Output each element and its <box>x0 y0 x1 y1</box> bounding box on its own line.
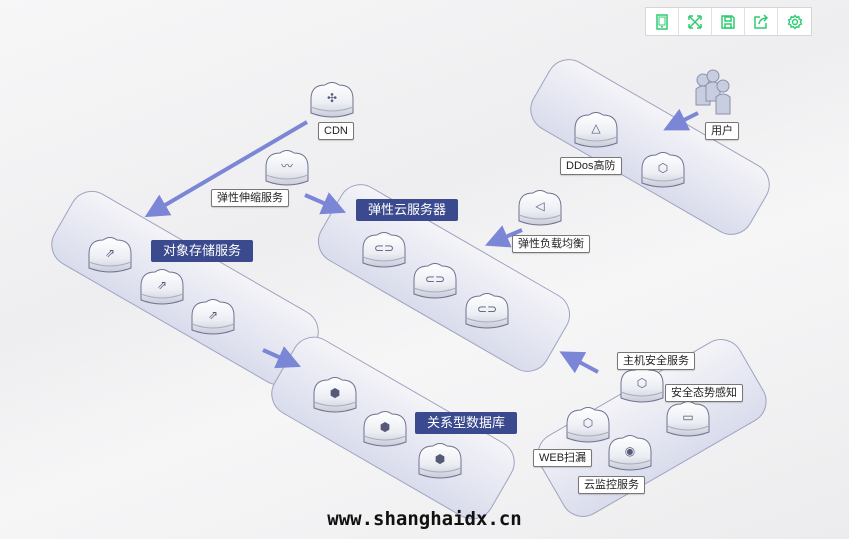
ecs-node-icon: ⊂⊃ <box>413 263 457 299</box>
share-button[interactable] <box>745 8 778 35</box>
database-node-icon: ⬢ <box>418 443 462 479</box>
svg-text:⇗: ⇗ <box>157 278 167 292</box>
elb-node-icon: ◁ <box>518 190 562 226</box>
node-label-situation: 安全态势感知 <box>665 384 743 402</box>
ecs-node-icon: ⊂⊃ <box>465 293 509 329</box>
node-label-ddos: DDos高防 <box>560 157 622 175</box>
hss-node-icon: ⬡ <box>620 367 664 403</box>
cdn-node-icon: ✣ <box>310 82 354 118</box>
autoscaling-node-icon: 〰 <box>265 150 309 186</box>
arrow-storage-to-rds <box>262 346 301 369</box>
svg-text:⬡: ⬡ <box>637 376 647 390</box>
svg-text:⬡: ⬡ <box>583 416 593 430</box>
storage-node-icon: ⇗ <box>140 269 184 305</box>
svg-text:⊂⊃: ⊂⊃ <box>425 272 445 286</box>
users-icon <box>695 69 731 115</box>
settings-icon <box>787 13 802 30</box>
group-label-rds: 关系型数据库 <box>415 412 518 434</box>
ddos-node-icon: △ <box>574 112 618 148</box>
svg-text:⊂⊃: ⊂⊃ <box>477 302 497 316</box>
svg-text:⬡: ⬡ <box>658 161 668 175</box>
svg-text:⇗: ⇗ <box>105 246 115 260</box>
database-node-icon: ⬢ <box>313 377 357 413</box>
arrow-elb-to-ecs <box>484 225 523 248</box>
svg-text:▭: ▭ <box>682 410 693 424</box>
web-scan-node-icon: ⬡ <box>566 407 610 443</box>
svg-text:⊂⊃: ⊂⊃ <box>374 241 394 255</box>
svg-text:⬢: ⬢ <box>330 386 340 400</box>
node-label-user: 用户 <box>705 122 739 140</box>
tablet-view-button[interactable] <box>646 8 679 35</box>
tablet-icon <box>656 13 668 30</box>
group-label-ecs: 弹性云服务器 <box>356 199 459 221</box>
svg-text:◁: ◁ <box>534 199 544 213</box>
svg-text:✣: ✣ <box>327 91 337 105</box>
svg-text:〰: 〰 <box>281 159 293 173</box>
arrows <box>144 108 699 374</box>
node-label-cloud-monitor: 云监控服务 <box>578 476 645 494</box>
ecs-node-icon: ⊂⊃ <box>362 232 406 268</box>
svg-text:△: △ <box>591 121 601 135</box>
toolbar <box>645 7 812 36</box>
svg-text:⇗: ⇗ <box>208 308 218 322</box>
watermark: www.shanghaidx.cn <box>327 508 522 530</box>
arrow-security-to-ecs <box>559 351 599 374</box>
svg-text:◉: ◉ <box>625 444 635 458</box>
save-button[interactable] <box>712 8 745 35</box>
arrow-as-to-ecs <box>304 192 347 215</box>
group-label-object-storage: 对象存储服务 <box>151 240 254 262</box>
situation-node-icon: ▭ <box>666 401 710 437</box>
svg-text:⬢: ⬢ <box>435 452 445 466</box>
node-label-web-scan: WEB扫漏 <box>533 449 593 467</box>
svg-text:⬢: ⬢ <box>380 420 390 434</box>
ddos-node-icon: ⬡ <box>641 152 685 188</box>
arrow-user-to-ddos <box>663 108 699 131</box>
arrow-cdn-to-storage <box>144 120 309 218</box>
save-icon <box>721 14 735 29</box>
node-label-autoscaling: 弹性伸缩服务 <box>211 189 289 207</box>
node-label-cdn: CDN <box>318 122 354 140</box>
storage-node-icon: ⇗ <box>191 299 235 335</box>
monitor-node-icon: ◉ <box>608 435 652 471</box>
database-node-icon: ⬢ <box>363 411 407 447</box>
node-label-hss: 主机安全服务 <box>617 352 695 370</box>
fullscreen-icon <box>688 14 702 29</box>
fullscreen-button[interactable] <box>679 8 712 35</box>
node-label-elb: 弹性负载均衡 <box>512 235 590 253</box>
settings-button[interactable] <box>778 8 811 35</box>
share-icon <box>754 13 769 29</box>
storage-node-icon: ⇗ <box>88 237 132 273</box>
